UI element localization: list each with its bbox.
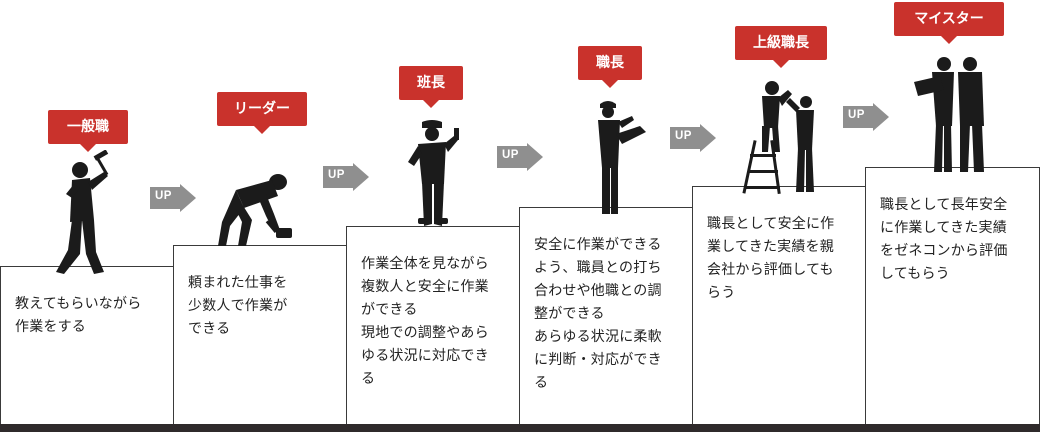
step-3-text: 作業全体を見ながら 複数人と安全に作業 ができる 現地での調整やあら ゆる状況に… — [361, 256, 489, 387]
step-2-box: 頼まれた仕事を 少数人で作業が できる — [173, 245, 347, 425]
step-5-box: 職長として安全に作 業してきた実績を親 会社から評価しても らう — [692, 186, 866, 425]
step-1-box: 教えてもらいながら 作業をする — [0, 266, 174, 425]
step-6-label: マイスター — [894, 2, 1004, 44]
up-arrow-label: UP — [328, 169, 345, 181]
step-3-label: 班長 — [399, 66, 463, 108]
up-arrow-label: UP — [848, 109, 865, 121]
workers-ladder-figure — [738, 80, 822, 196]
up-arrow-4: UP — [670, 124, 716, 152]
step-5-label: 上級職長 — [735, 26, 827, 68]
up-arrow-2: UP — [323, 163, 369, 191]
step-3-box: 作業全体を見ながら 複数人と安全に作業 ができる 現地での調整やあら ゆる状況に… — [346, 226, 520, 425]
step-4-box: 安全に作業ができる よう、職員との打ち 合わせや他職との調 整ができる あらゆる… — [519, 207, 693, 425]
step-2-label: リーダー — [217, 92, 307, 134]
step-1-text: 教えてもらいながら 作業をする — [15, 296, 142, 335]
worker-hammering-figure — [52, 150, 122, 278]
step-4-text: 安全に作業ができる よう、職員との打ち 合わせや他職との調 整ができる あらゆる… — [534, 237, 662, 391]
up-arrow-5: UP — [843, 103, 889, 131]
base-bar — [0, 424, 1040, 432]
up-arrow-label: UP — [502, 149, 519, 161]
up-arrow-3: UP — [497, 143, 543, 171]
step-1-label: 一般職 — [48, 110, 128, 152]
worker-radio-figure — [404, 118, 464, 230]
meisters-reviewing-figure — [910, 56, 994, 176]
worker-bending-figure — [216, 170, 300, 250]
step-2-text: 頼まれた仕事を 少数人で作業が できる — [188, 275, 288, 337]
up-arrow-1: UP — [150, 184, 196, 212]
worker-clipboard-figure — [592, 98, 648, 218]
step-4-label: 職長 — [578, 46, 642, 88]
up-arrow-label: UP — [675, 130, 692, 142]
step-6-text: 職長として長年安全 に作業してきた実績 をゼネコンから評価 してもらう — [880, 197, 1008, 282]
step-6-box: 職長として長年安全 に作業してきた実績 をゼネコンから評価 してもらう — [865, 167, 1040, 425]
up-arrow-label: UP — [155, 190, 172, 202]
step-5-text: 職長として安全に作 業してきた実績を親 会社から評価しても らう — [707, 216, 835, 301]
